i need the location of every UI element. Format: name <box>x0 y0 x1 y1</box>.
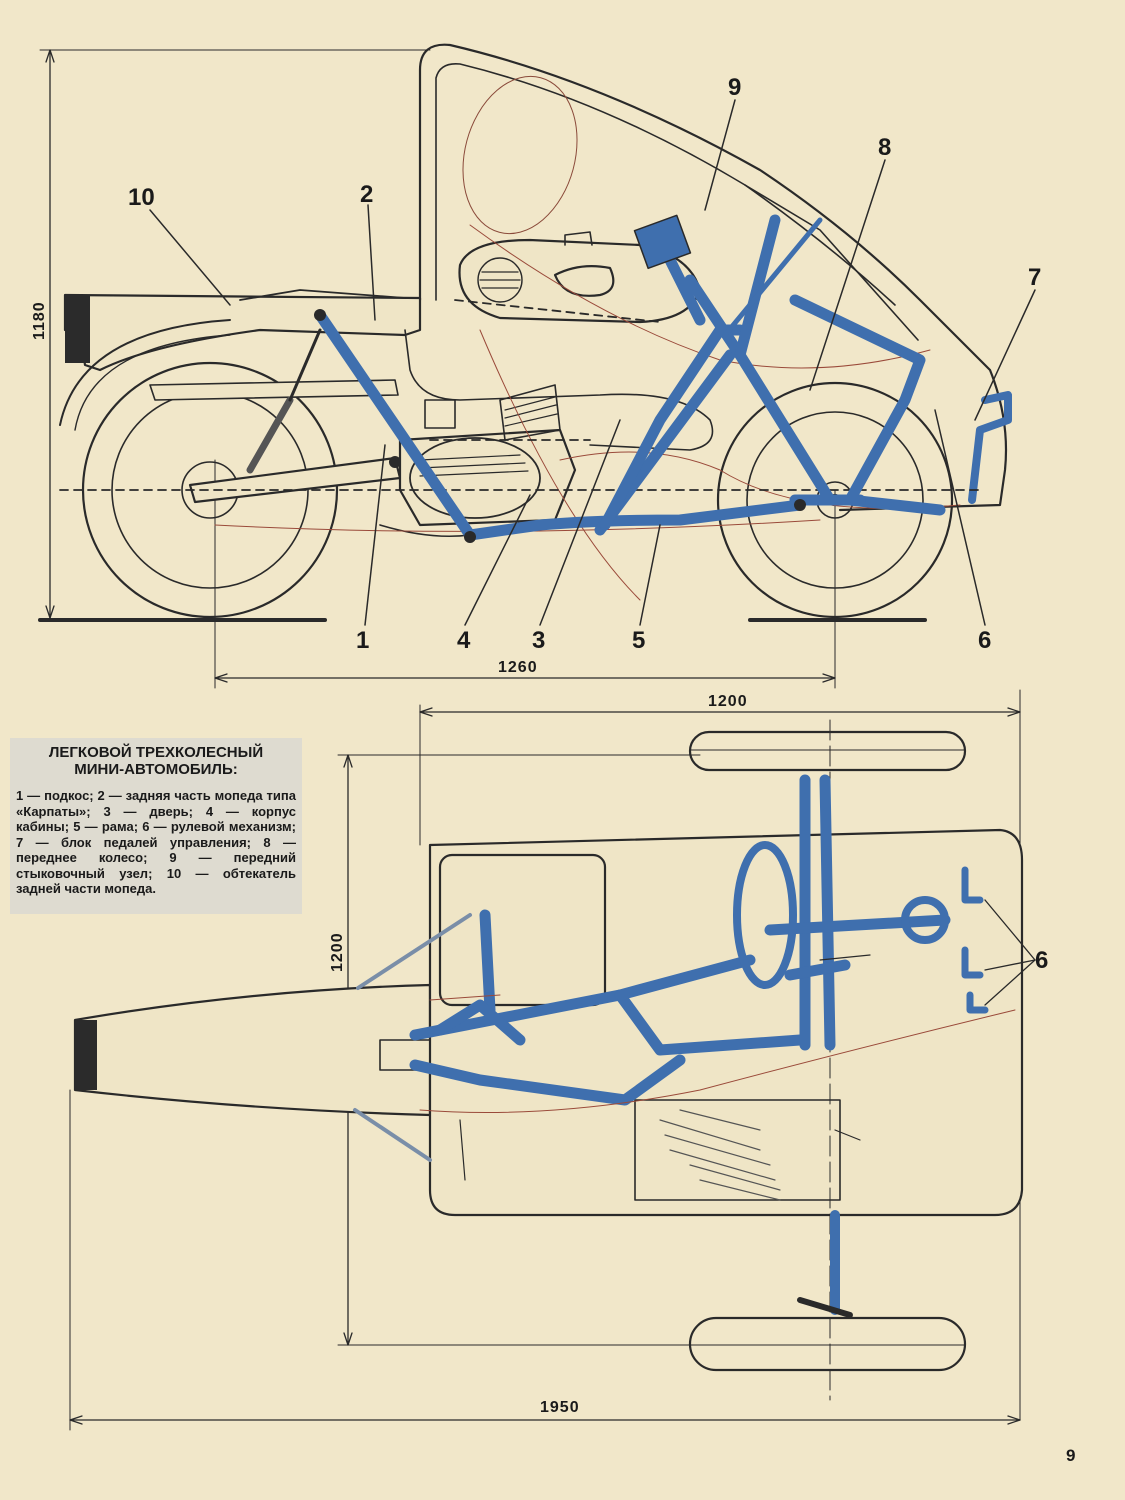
side-view-callouts: 10 2 9 8 7 1 4 3 5 6 <box>128 74 1041 654</box>
height-dimension-line <box>39 49 431 619</box>
caption-title-line2: МИНИ-АВТОМОБИЛЬ: <box>74 761 238 778</box>
callout-1: 1 <box>356 627 369 654</box>
top-view <box>69 689 1036 1431</box>
blue-frame-top <box>409 774 951 1106</box>
rear-wheel-top-lower <box>688 1316 967 1372</box>
caption-legend: 1 — подкос; 2 — задняя часть мопеда типа… <box>16 788 296 896</box>
dim-width-label: 1200 <box>329 932 346 972</box>
dim-track-label: 1200 <box>708 693 748 710</box>
cabin-body-top <box>428 828 1024 1217</box>
rear-fairing <box>63 293 422 372</box>
steering-wheel <box>733 841 797 989</box>
rear-tail-top <box>73 983 432 1117</box>
caption-title: ЛЕГКОВОЙ ТРЕХКОЛЕСНЫЙ МИНИ-АВТОМОБИЛЬ: <box>16 744 296 778</box>
callout-6: 6 <box>978 627 991 654</box>
rear-light <box>65 295 90 363</box>
top-callout-6: 6 <box>1035 947 1048 974</box>
page-number: 9 <box>1066 1446 1076 1465</box>
dim-wheelbase-label: 1260 <box>498 659 538 676</box>
callout-2: 2 <box>360 181 373 208</box>
front-wheel-top <box>688 730 967 772</box>
dimension-labels: 1180 1260 1200 1200 1950 6 <box>31 301 1048 1416</box>
callout-4: 4 <box>457 627 471 654</box>
side-view <box>38 43 1036 689</box>
caption-title-line1: ЛЕГКОВОЙ ТРЕХКОЛЕСНЫЙ <box>48 744 264 761</box>
callout-8: 8 <box>878 134 891 161</box>
dim-height-label: 1180 <box>31 301 48 340</box>
engine <box>398 384 577 527</box>
dim-length-label: 1950 <box>540 1399 580 1416</box>
callout-7: 7 <box>1028 264 1041 291</box>
callout-5: 5 <box>632 627 645 654</box>
callout-10: 10 <box>128 184 155 211</box>
caption-box: ЛЕГКОВОЙ ТРЕХКОЛЕСНЫЙ МИНИ-АВТОМОБИЛЬ: 1… <box>10 738 302 914</box>
callout-9: 9 <box>728 74 741 101</box>
callout-3: 3 <box>532 627 545 654</box>
